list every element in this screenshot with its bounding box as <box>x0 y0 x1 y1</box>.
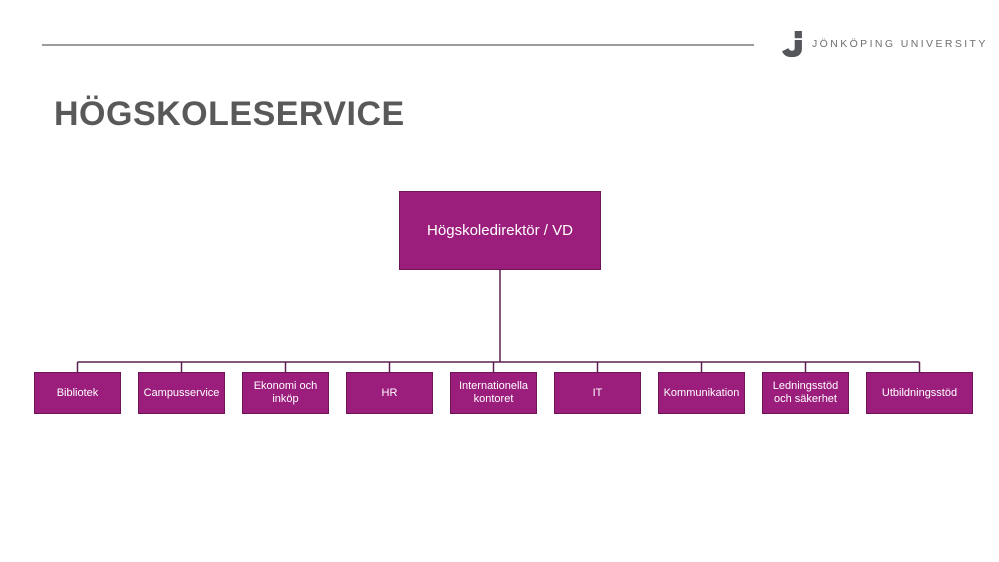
org-root-box: Högskoledirektör / VD <box>399 191 601 270</box>
page-title: HÖGSKOLESERVICE <box>54 95 405 133</box>
university-logo-text: JÖNKÖPING UNIVERSITY <box>812 38 988 50</box>
org-unit-box-it: IT <box>554 372 641 414</box>
org-unit-box-kommunikation: Kommunikation <box>658 372 745 414</box>
org-children-row: Bibliotek Campusservice Ekonomi och inköp H… <box>34 372 973 414</box>
org-unit-box-hr: HR <box>346 372 433 414</box>
ju-j-logo-icon <box>782 30 802 58</box>
org-unit-box-ledningsstöd-och-säkerhet: Ledningsstöd och säkerhet <box>762 372 849 414</box>
org-unit-box-campusservice: Campusservice <box>138 372 225 414</box>
header-divider <box>42 44 754 46</box>
org-unit-box-utbildningsstöd: Utbildningsstöd <box>866 372 973 414</box>
org-unit-box-internationella-kontoret: Internationella kontoret <box>450 372 537 414</box>
org-unit-box-bibliotek: Bibliotek <box>34 372 121 414</box>
university-logo: JÖNKÖPING UNIVERSITY <box>782 30 988 58</box>
org-unit-box-ekonomi-och-inköp: Ekonomi och inköp <box>242 372 329 414</box>
